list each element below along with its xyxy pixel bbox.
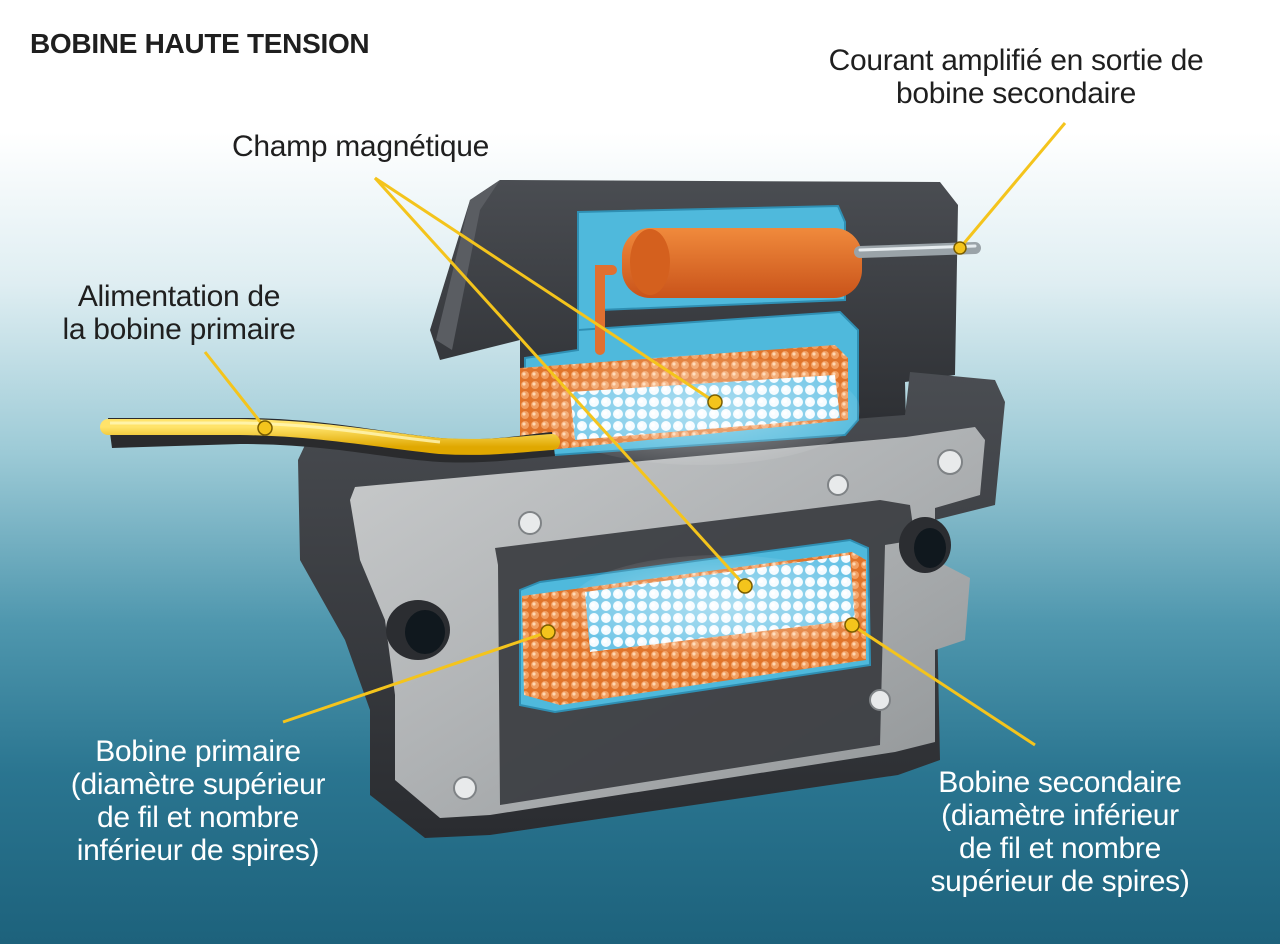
leader-dot-upper-field — [707, 394, 723, 410]
leader-dot-secondary-coil — [844, 617, 860, 633]
leader-dot-primary-coil — [540, 624, 556, 640]
label-magnetic-field: Champ magnétique — [232, 130, 490, 163]
label-primary-coil: Bobine primaire (diamètre supérieur de f… — [70, 735, 326, 867]
lower-coil-assembly — [519, 538, 872, 714]
label-current-out: Courant amplifié en sortie de bobine sec… — [828, 44, 1204, 110]
upper-coil-assembly — [520, 204, 981, 465]
leader-dot-output-rod — [953, 241, 967, 255]
leader-dot-supply-wire — [257, 420, 273, 436]
leader-dot-lower-field — [737, 578, 753, 594]
label-primary-feed: Alimentation de la bobine primaire — [62, 280, 296, 346]
primary-supply-wire — [100, 418, 560, 463]
diagram-title: BOBINE HAUTE TENSION — [30, 28, 370, 59]
label-secondary-coil: Bobine secondaire (diamètre inférieur de… — [930, 766, 1190, 898]
leader-lines — [203, 122, 1067, 747]
